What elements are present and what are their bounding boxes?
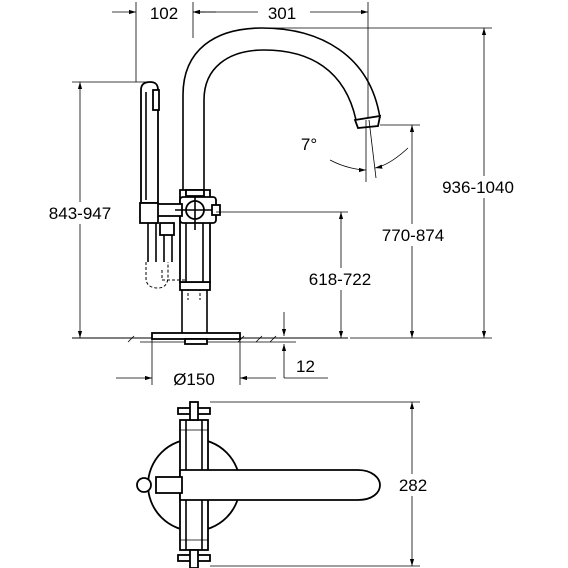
handle-valve bbox=[155, 189, 221, 230]
dim-total-height: 936-1040 bbox=[262, 27, 534, 339]
spout-inner bbox=[203, 49, 357, 190]
column-collar bbox=[179, 281, 211, 291]
dim-handshower-height: 843-947 bbox=[30, 81, 150, 338]
dim-label-base-diameter: Ø150 bbox=[173, 370, 215, 389]
shower-holder bbox=[139, 202, 159, 224]
dim-102: 102 bbox=[112, 2, 216, 82]
hose-loop-hidden bbox=[145, 262, 169, 289]
holder-top bbox=[155, 476, 183, 494]
dim-handle-height: 618-722 bbox=[216, 211, 390, 338]
dim-label-floor-thickness: 12 bbox=[296, 357, 315, 376]
dim-label-top-width: 282 bbox=[399, 476, 427, 495]
handle-knob-right bbox=[211, 204, 221, 216]
dim-label-handshower-height: 843-947 bbox=[49, 204, 111, 223]
hand-shower-top bbox=[136, 477, 152, 493]
spout-outlet bbox=[353, 114, 382, 129]
dim-301: 301 bbox=[193, 2, 369, 118]
dim-label-angle: 7° bbox=[301, 135, 317, 154]
floor-hatch bbox=[127, 335, 277, 343]
hose-connector bbox=[159, 222, 175, 236]
top-view: 282 bbox=[136, 401, 436, 568]
dim-base-diameter: Ø150 bbox=[116, 339, 276, 389]
dim-label-301: 301 bbox=[268, 4, 296, 23]
dim-outlet-height: 770-874 bbox=[362, 124, 460, 338]
dim-label-102: 102 bbox=[150, 4, 178, 23]
dim-label-total-height: 936-1040 bbox=[442, 178, 514, 197]
base-mount bbox=[184, 338, 208, 345]
dim-floor-thickness: 12 bbox=[281, 312, 328, 379]
spout-outer bbox=[182, 27, 381, 190]
dim-label-outlet-height: 770-874 bbox=[382, 226, 444, 245]
hand-shower-head bbox=[152, 89, 160, 111]
hand-shower bbox=[139, 81, 185, 289]
dim-label-handle-height: 618-722 bbox=[309, 270, 371, 289]
dim-top-width: 282 bbox=[210, 401, 436, 567]
dim-angle: 7° bbox=[301, 119, 409, 182]
side-view: 102 301 7° 936-1040 bbox=[30, 2, 534, 389]
spout-top bbox=[179, 469, 381, 501]
